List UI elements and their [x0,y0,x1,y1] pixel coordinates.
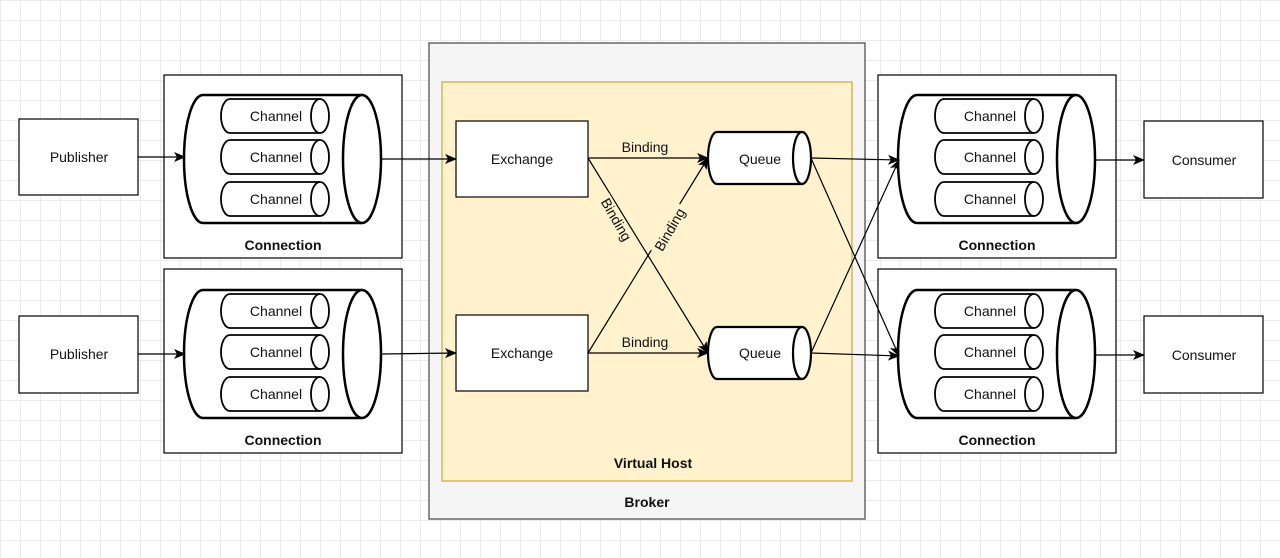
channel-2[interactable]: Channel [220,139,330,175]
publisher-2[interactable]: Publisher [18,315,139,394]
channel-1[interactable]: Channel [934,98,1044,134]
binding-label-bottom: Binding [622,334,669,350]
publisher-connection-2[interactable]: Channel Channel Channel Connection [163,268,403,454]
exchange-2[interactable]: Exchange [455,314,589,392]
publisher-1[interactable]: Publisher [18,118,139,196]
exchange-1-label: Exchange [491,151,553,167]
publisher-2-label: Publisher [50,346,109,362]
consumer-connection-1[interactable]: Channel Channel Channel Connection [877,74,1117,259]
queue-2-label: Queue [739,345,781,361]
queue-1[interactable]: Queue [706,130,813,186]
channel-label: Channel [964,303,1016,319]
connection-label: Connection [959,237,1036,253]
channel-label: Channel [250,303,302,319]
connection-label: Connection [245,432,322,448]
virtual-host-label: Virtual Host [614,455,693,471]
arrow-queue2-to-consumer-connection1 [810,159,900,354]
channel-label: Channel [250,386,302,402]
channel-label: Channel [964,386,1016,402]
publisher-connection-1[interactable]: Channel Channel Channel Connection [163,74,403,259]
consumer-2[interactable]: Consumer [1143,315,1264,394]
queue-1-label: Queue [739,151,781,167]
channel-label: Channel [250,344,302,360]
arrow-queue2-to-consumer-connection2 [810,350,900,361]
channel-label: Channel [250,149,302,165]
channel-1[interactable]: Channel [220,293,330,329]
publisher-1-label: Publisher [50,149,109,165]
channel-label: Channel [964,191,1016,207]
connection-label: Connection [959,432,1036,448]
binding-label-top: Binding [622,139,669,155]
channel-label: Channel [250,191,302,207]
exchange-1[interactable]: Exchange [455,120,589,198]
broker-label: Broker [624,494,670,510]
consumer-1-label: Consumer [1172,152,1237,168]
exchange-2-label: Exchange [491,345,553,361]
channel-label: Channel [964,108,1016,124]
channel-3[interactable]: Channel [934,376,1044,412]
channel-3[interactable]: Channel [934,181,1044,217]
channel-2[interactable]: Channel [220,334,330,370]
channel-label: Channel [964,149,1016,165]
arrow-queue1-to-consumer-connection1 [810,154,900,165]
channel-1[interactable]: Channel [934,293,1044,329]
binding-exchange2-queue1 [587,157,709,354]
queue-2[interactable]: Queue [706,325,813,381]
channel-label: Channel [250,108,302,124]
connection-label: Connection [245,237,322,253]
consumer-1[interactable]: Consumer [1143,120,1264,199]
channel-2[interactable]: Channel [934,139,1044,175]
channel-3[interactable]: Channel [220,181,330,217]
arrow-connection2-to-exchange [381,348,457,359]
channel-3[interactable]: Channel [220,376,330,412]
channel-1[interactable]: Channel [220,98,330,134]
consumer-2-label: Consumer [1172,347,1237,363]
channel-2[interactable]: Channel [934,334,1044,370]
channel-label: Channel [964,344,1016,360]
consumer-connection-2[interactable]: Channel Channel Channel Connection [877,268,1117,454]
